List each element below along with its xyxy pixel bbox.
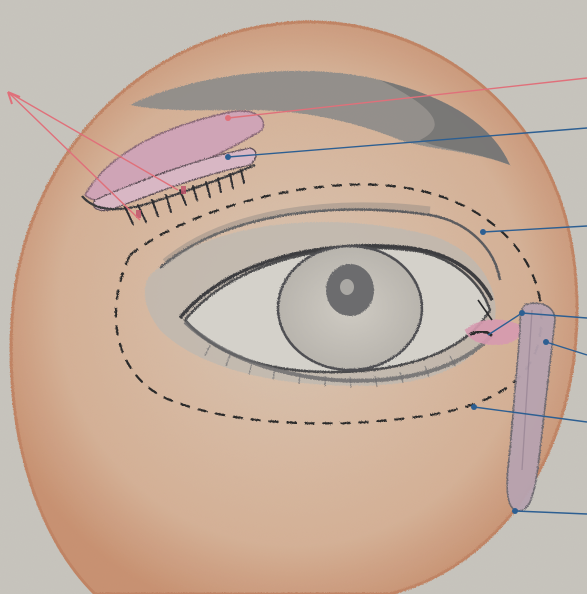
upper-lid-pink-pointer-dot [225, 115, 231, 121]
